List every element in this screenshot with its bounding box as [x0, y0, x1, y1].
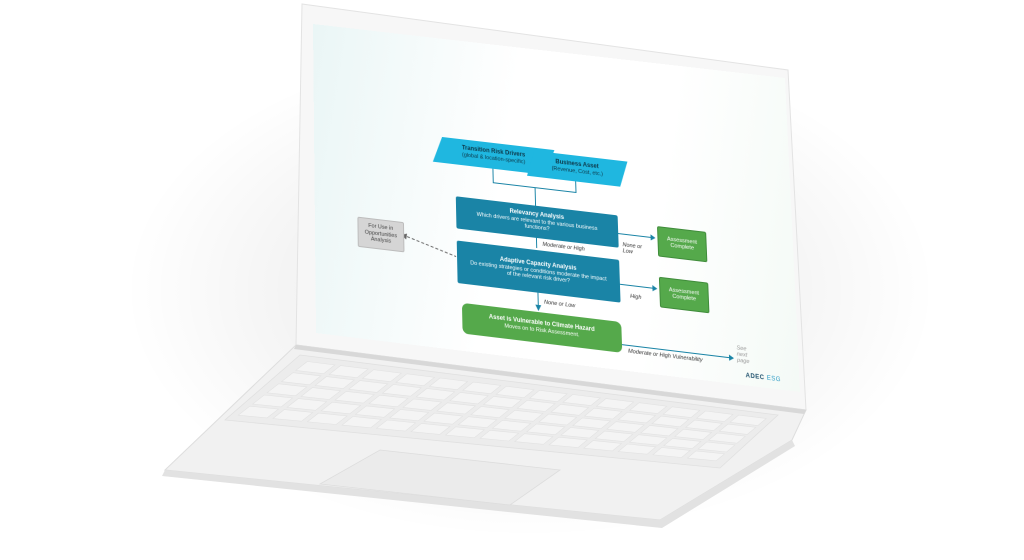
opportunities-label: For Use in Opportunities Analysis: [361, 222, 400, 246]
laptop-screen: Transition Risk Drivers (global & locati…: [313, 24, 800, 392]
assessment-complete-label-1: Assessment Complete: [662, 235, 702, 253]
assessment-complete-node-2: Assessment Complete: [659, 277, 710, 314]
edge-label-high: High: [630, 294, 642, 301]
opportunities-analysis-node: For Use in Opportunities Analysis: [357, 217, 404, 253]
assessment-complete-label-2: Assessment Complete: [664, 286, 704, 304]
assessment-complete-node-1: Assessment Complete: [657, 226, 707, 262]
see-next-page-label: See next page: [736, 345, 759, 367]
